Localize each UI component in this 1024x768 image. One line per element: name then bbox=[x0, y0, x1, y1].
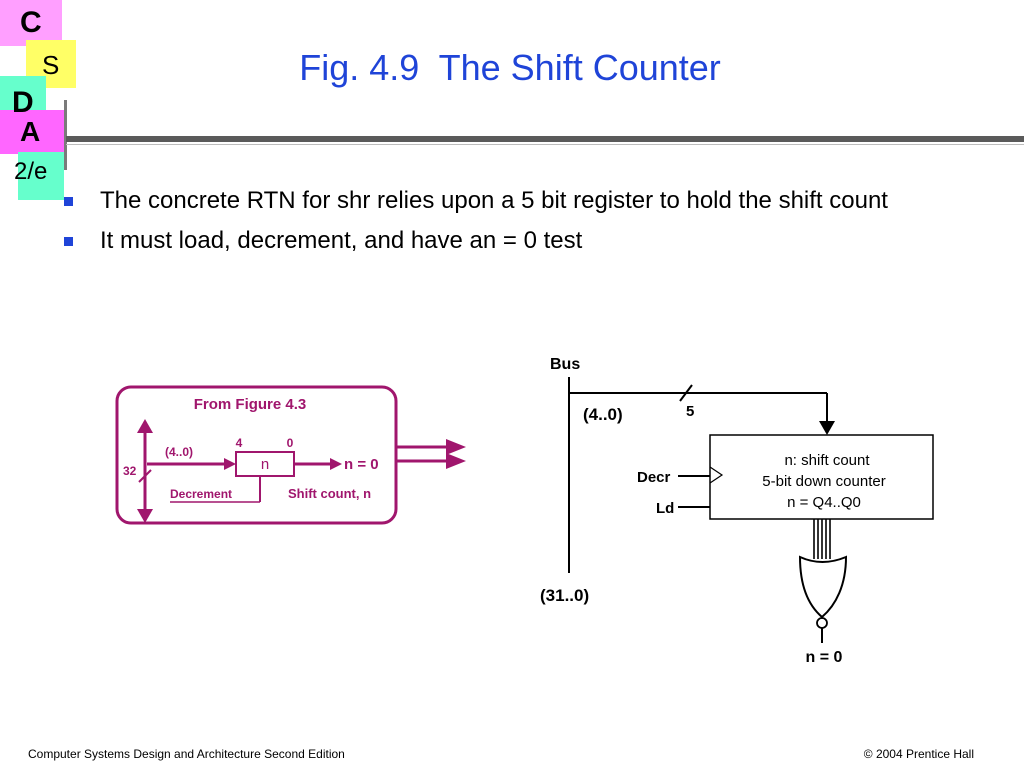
right-load-arrow-icon bbox=[819, 421, 835, 435]
logo-square-a bbox=[0, 110, 66, 154]
right-output-label: n = 0 bbox=[806, 649, 843, 666]
right-decr-label: Decr bbox=[637, 469, 671, 486]
bullet-text: The concrete RTN for shr relies upon a 5… bbox=[100, 187, 888, 214]
left-exit-arrow-bottom-icon bbox=[446, 453, 466, 469]
right-bus-branch-slash bbox=[679, 384, 693, 402]
bullet-item: The concrete RTN for shr relies upon a 5… bbox=[62, 184, 962, 217]
logo-letter-d: D bbox=[12, 86, 34, 119]
bullet-square-icon bbox=[64, 237, 73, 246]
left-bit-low: 0 bbox=[287, 436, 294, 450]
right-bus-label: Bus bbox=[550, 356, 580, 373]
bullet-list: The concrete RTN for shr relies upon a 5… bbox=[62, 184, 962, 264]
left-bus-width-slash bbox=[138, 469, 152, 483]
nor-gate-icon bbox=[798, 555, 848, 619]
logo-edition: 2/e bbox=[14, 158, 48, 185]
title-rule bbox=[66, 136, 1024, 142]
nor-gate-bubble-icon bbox=[816, 617, 828, 629]
logo-square-edition bbox=[18, 152, 64, 200]
title-rule-shadow bbox=[66, 144, 1024, 145]
clock-triangle-icon bbox=[709, 466, 724, 484]
left-range-label: (4..0) bbox=[165, 445, 193, 459]
left-feed-arrow-icon bbox=[224, 458, 236, 470]
counter-box bbox=[709, 434, 934, 520]
logo-letter-c: C bbox=[20, 6, 42, 39]
left-output-arrow-icon bbox=[330, 458, 342, 470]
counter-box-line-2: 5-bit down counter bbox=[762, 473, 885, 490]
logo-square-c bbox=[0, 0, 62, 46]
bullet-item: It must load, decrement, and have an = 0… bbox=[62, 224, 962, 257]
left-register-label: n bbox=[261, 456, 269, 473]
footer-right: © 2004 Prentice Hall bbox=[863, 747, 974, 761]
left-width-label: 32 bbox=[123, 464, 137, 478]
left-diagram-frame bbox=[115, 385, 398, 525]
left-bus-arrow-down-icon bbox=[137, 509, 153, 523]
right-range-label: (4..0) bbox=[583, 405, 623, 424]
logo-letter-s: S bbox=[42, 50, 60, 80]
left-output-label: n = 0 bbox=[344, 456, 379, 473]
left-bus-arrow-up-icon bbox=[137, 419, 153, 433]
left-exit-arrow-top-icon bbox=[446, 439, 466, 455]
bullet-text: It must load, decrement, and have an = 0… bbox=[100, 227, 583, 254]
slide-title: Fig. 4.9 The Shift Counter bbox=[299, 47, 721, 88]
footer-left: Computer Systems Design and Architecture… bbox=[28, 747, 345, 761]
title-rule-vertical bbox=[64, 100, 67, 170]
logo-letter-a: A bbox=[20, 116, 41, 147]
right-bus-range-label: (31..0) bbox=[540, 586, 589, 605]
left-shift-count-diagram: From Figure 4.3 32 (4..0) 4 0 n n = 0 De… bbox=[115, 385, 466, 525]
left-shift-label: Shift count, n bbox=[288, 486, 371, 501]
left-diagram-title: From Figure 4.3 bbox=[194, 396, 307, 413]
left-bit-high: 4 bbox=[236, 436, 243, 450]
counter-box-line-1: n: shift count bbox=[784, 452, 870, 469]
right-width-label: 5 bbox=[686, 403, 694, 420]
right-ld-label: Ld bbox=[656, 500, 674, 517]
left-decrement-label: Decrement bbox=[170, 487, 232, 501]
bullet-square-icon bbox=[64, 197, 73, 206]
right-shift-counter-diagram: Bus (4..0) 5 n: shift count 5-bit down c… bbox=[540, 356, 934, 666]
counter-box-line-3: n = Q4..Q0 bbox=[787, 494, 861, 511]
